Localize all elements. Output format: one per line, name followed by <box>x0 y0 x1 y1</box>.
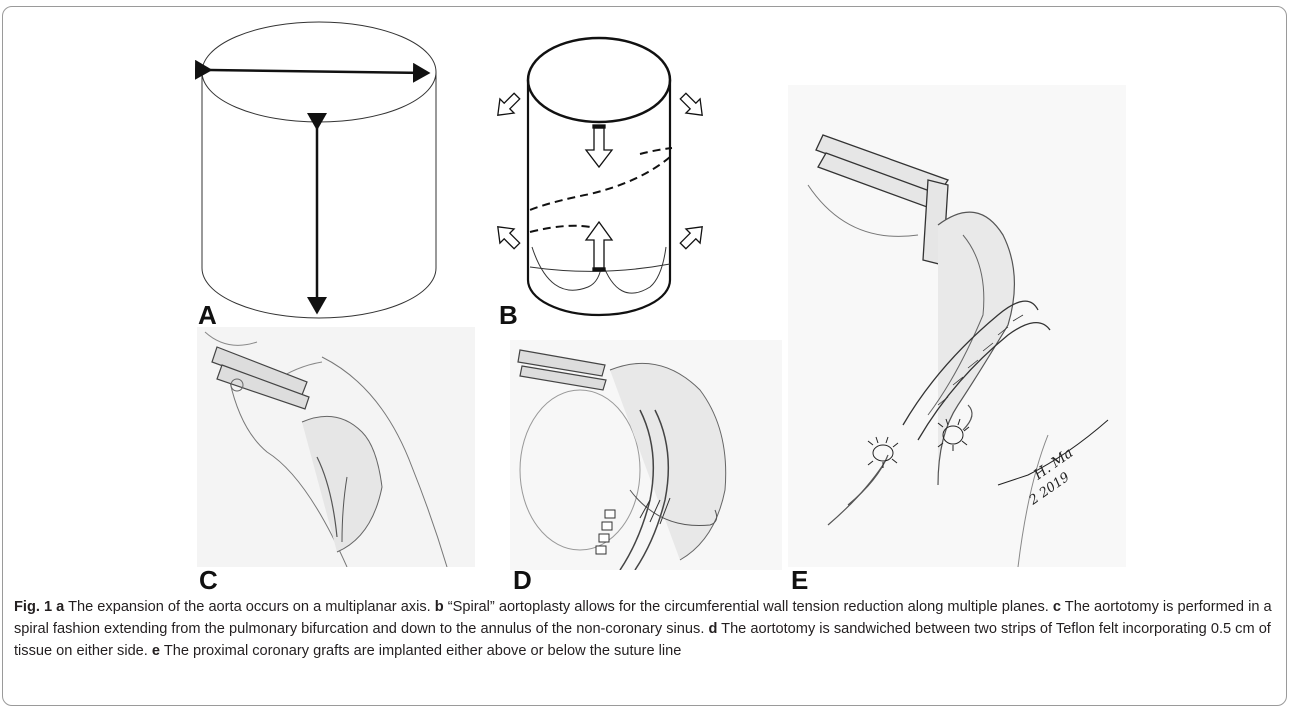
panel-e: H. Ma 2 2019 <box>788 85 1126 567</box>
spiral-cylinder-diagram <box>490 32 730 322</box>
caption-text-e: The proximal coronary grafts are implant… <box>160 643 681 659</box>
coronary-graft-sketch: H. Ma 2 2019 <box>788 85 1126 567</box>
caption-text-a: The expansion of the aorta occurs on a m… <box>64 599 434 615</box>
cylinder-diagram <box>190 20 450 325</box>
panel-e-label: E <box>791 567 808 593</box>
diameter-arrow <box>210 70 428 73</box>
panel-c-label: C <box>199 567 218 593</box>
panel-d <box>510 340 782 570</box>
up-arrow-icon <box>586 222 612 271</box>
compress-arrow-top-right-icon <box>676 89 709 122</box>
compress-arrow-bottom-right-icon <box>676 220 709 253</box>
compress-arrow-top-left-icon <box>491 89 524 122</box>
panel-b-label: B <box>499 302 518 328</box>
compress-arrow-bottom-left-icon <box>491 220 524 253</box>
caption-prefix: Fig. 1 <box>14 599 52 615</box>
panel-c <box>197 327 475 567</box>
panel-a-label: A <box>198 302 217 328</box>
panel-b <box>490 32 730 322</box>
caption-letter-e: e <box>152 643 160 659</box>
panel-a <box>190 20 450 325</box>
caption-text-b: “Spiral” aortoplasty allows for the circ… <box>444 599 1053 615</box>
teflon-felt-sketch <box>510 340 782 570</box>
caption-letter-c: c <box>1053 599 1061 615</box>
caption-letter-b: b <box>435 599 444 615</box>
figure-caption: Fig. 1 a The expansion of the aorta occu… <box>14 596 1276 662</box>
aortotomy-sketch <box>197 327 475 567</box>
down-arrow-icon <box>586 125 612 167</box>
panel-d-label: D <box>513 567 532 593</box>
